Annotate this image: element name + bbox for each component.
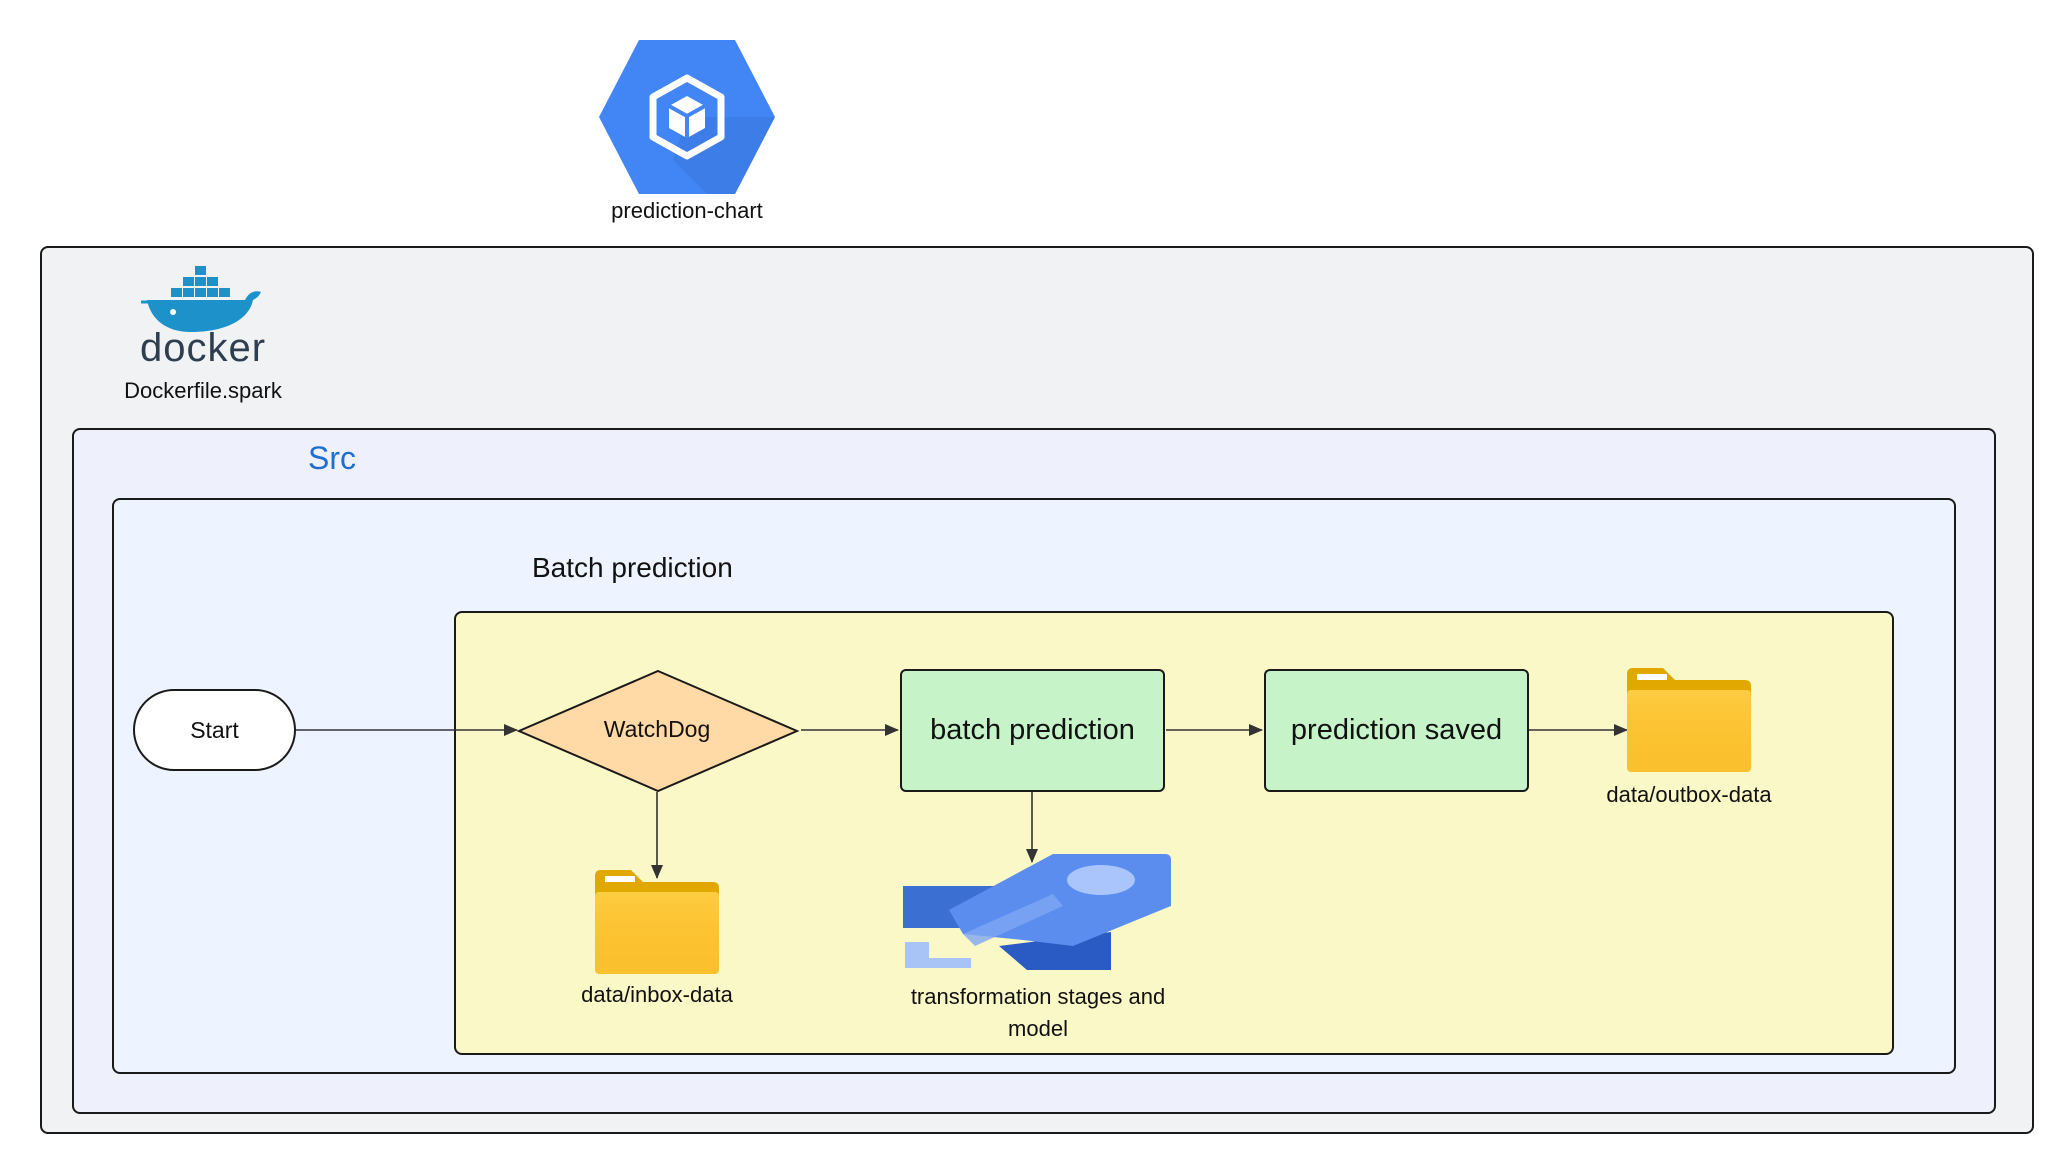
watchdog-label: WatchDog — [603, 716, 711, 742]
docker-label: Dockerfile.spark — [124, 378, 282, 403]
docker-whale-icon — [141, 266, 261, 332]
folder-icon — [1627, 668, 1751, 772]
start-node[interactable]: Start — [133, 689, 296, 771]
docker-logo-text: docker — [139, 326, 267, 370]
kubernetes-hexagon-icon — [599, 40, 775, 194]
chart-icon-label: prediction-chart — [611, 198, 763, 223]
ml-model-icon — [903, 854, 1171, 970]
folder-icon — [595, 870, 719, 974]
batch-prediction-node[interactable]: batch prediction — [900, 669, 1165, 792]
model-label-line1: transformation stages and — [910, 984, 1166, 1009]
inbox-label: data/inbox-data — [581, 982, 733, 1007]
batch-group-title: Batch prediction — [532, 552, 733, 583]
watchdog-decision-node[interactable] — [516, 669, 800, 793]
prediction-saved-node[interactable]: prediction saved — [1264, 669, 1529, 792]
outbox-label: data/outbox-data — [1606, 782, 1772, 807]
model-label-line2: model — [1008, 1016, 1068, 1041]
src-title: Src — [308, 440, 356, 476]
